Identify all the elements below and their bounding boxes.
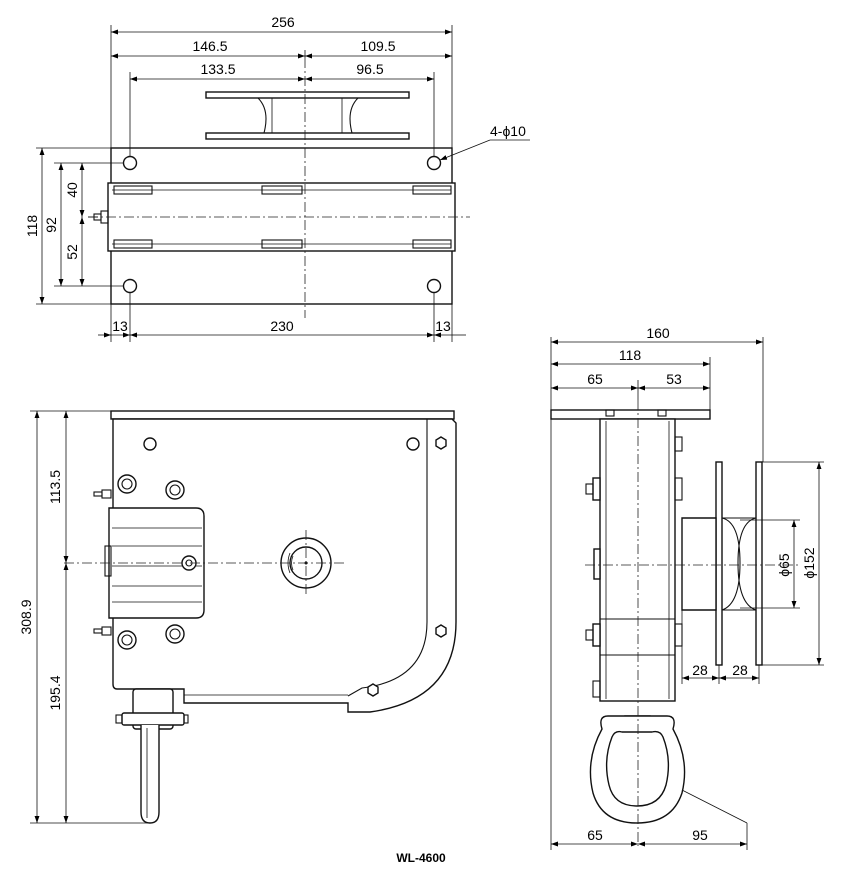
- top-view: 256 146.5 109.5 133.5 96.5 4-ϕ10 118 92 …: [24, 14, 530, 342]
- dim-hole-spacing: 92: [43, 217, 59, 233]
- dim-side-plate-right: 53: [666, 371, 682, 387]
- dim-upper-height: 113.5: [47, 470, 63, 504]
- dim-lower-height: 195.4: [47, 675, 63, 710]
- dim-holes-callout: 4-ϕ10: [490, 123, 526, 139]
- front-view-bolts: [117, 474, 185, 650]
- top-view-drum: [205, 91, 410, 140]
- dim-lower-offset: 52: [64, 244, 80, 260]
- dim-flange-diameter: ϕ152: [801, 547, 817, 578]
- dim-side-plate-left: 65: [587, 371, 603, 387]
- side-view-bolts: [585, 436, 683, 698]
- dim-left-part: 146.5: [192, 38, 227, 54]
- side-view-top-plate: [550, 409, 711, 420]
- front-view-hex-nuts: [367, 436, 447, 697]
- dim-overall-height: 308.9: [18, 599, 34, 634]
- dim-flange-w1: 28: [692, 662, 708, 678]
- front-view-top-plate: [110, 410, 455, 420]
- side-view-hook: [589, 715, 686, 824]
- dim-bottom-right: 95: [692, 827, 708, 843]
- dim-side-overall-width: 160: [646, 325, 670, 341]
- dim-edge-left: 13: [112, 318, 128, 334]
- dim-hole-right: 96.5: [356, 61, 383, 77]
- dim-hole-left: 133.5: [200, 61, 235, 77]
- dim-upper-offset: 40: [64, 182, 80, 198]
- dim-bottom-left: 65: [587, 827, 603, 843]
- dim-side-plate-width: 118: [619, 347, 642, 363]
- dim-edge-right: 13: [435, 318, 451, 334]
- dim-overall-width: 256: [271, 14, 295, 30]
- front-view-swivel-hook: [115, 688, 189, 824]
- side-view-drum: [681, 461, 763, 666]
- dim-hole-pitch: 230: [270, 318, 294, 334]
- front-view: 308.9 113.5 195.4: [18, 410, 457, 824]
- front-view-grease-nipples: [93, 489, 112, 636]
- dim-flange-w2: 28: [732, 662, 748, 678]
- dim-drum-diameter: ϕ65: [776, 553, 792, 577]
- dim-right-part: 109.5: [360, 38, 395, 54]
- dim-depth: 118: [24, 215, 40, 238]
- side-view: 160 118 65 53 ϕ65 ϕ152 28 28 65 95: [550, 325, 824, 850]
- model-label: WL-4600: [396, 851, 446, 865]
- side-view-frame: [599, 418, 676, 702]
